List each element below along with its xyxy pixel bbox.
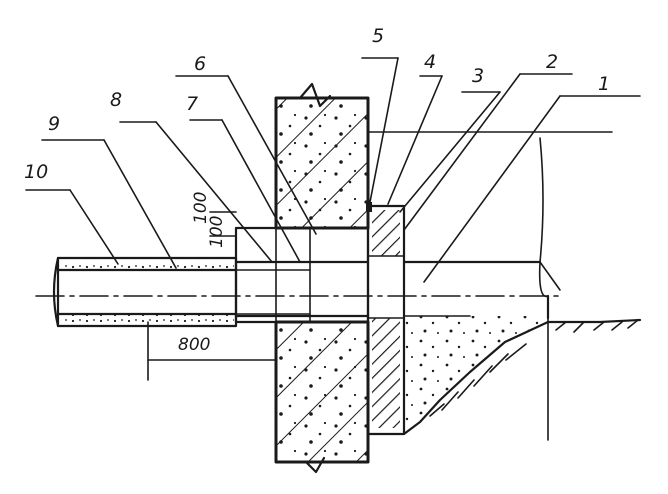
callout-7: 7 [186, 93, 198, 115]
pipe-size-text-top: 100 [191, 192, 211, 224]
ground-surface [538, 137, 642, 441]
callout-2: 2 [546, 51, 558, 73]
pipe-size-text-bottom: 100 [207, 216, 227, 248]
wall-lower [274, 320, 370, 464]
callout-labels: 1 2 3 4 5 6 7 8 9 10 [24, 25, 610, 183]
callout-5: 5 [372, 25, 384, 47]
dimension-800: 800 [147, 321, 277, 381]
leader-lines [25, 57, 641, 283]
pipe [35, 256, 561, 328]
callout-6: 6 [194, 53, 206, 75]
callout-8: 8 [110, 89, 122, 111]
callout-10: 10 [24, 161, 48, 183]
dimension-800-text: 800 [178, 335, 210, 355]
pipe-size-labels: 100 100 [191, 192, 237, 248]
soil-fill [402, 294, 550, 436]
wall-break-mark-bottom [304, 456, 326, 474]
callout-1: 1 [598, 73, 610, 95]
wall-break-mark-top [298, 82, 332, 108]
callout-4: 4 [424, 51, 436, 73]
seal-block [366, 202, 406, 436]
callout-9: 9 [48, 113, 60, 135]
wall-upper [274, 96, 370, 230]
callout-3: 3 [472, 65, 484, 87]
